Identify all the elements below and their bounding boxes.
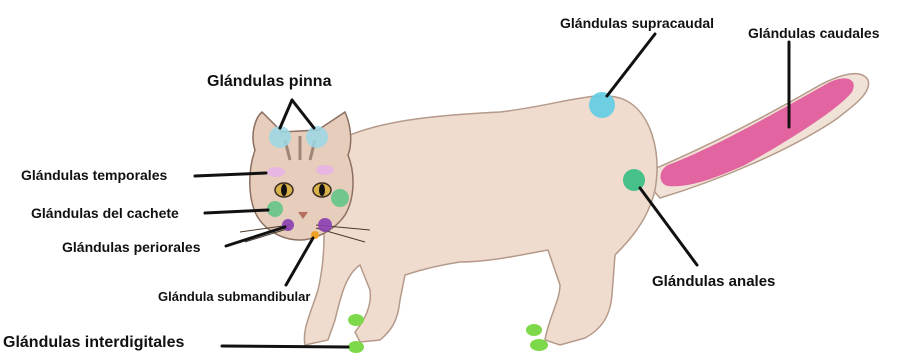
cheek-gland-right [331, 189, 349, 207]
interdigital-gland-2 [348, 341, 364, 353]
label-caudales: Glándulas caudales [748, 26, 880, 40]
supracaudal-leader [607, 34, 655, 96]
label-pinna: Glándulas pinna [207, 74, 331, 90]
caudal-glands [661, 78, 854, 186]
label-interdigitales: Glándulas interdigitales [3, 335, 184, 351]
interdigital-gland-1 [348, 314, 364, 326]
submandibular-leader [286, 238, 313, 285]
label-submandibular: Glándula submandibular [158, 290, 310, 303]
anal-gland [623, 169, 645, 191]
temporal-gland-right [316, 165, 334, 175]
cheek-gland-left [267, 201, 283, 217]
interdigital-gland-4 [530, 339, 548, 351]
interdigital-gland-3 [526, 324, 542, 336]
label-temporales: Glándulas temporales [21, 168, 167, 182]
perioral-gland-left [282, 219, 294, 231]
cat-head [250, 112, 353, 240]
supracaudal-gland [589, 92, 615, 118]
label-anales: Glándulas anales [652, 274, 775, 289]
pinna-leader-right [292, 100, 314, 128]
pinna-gland-right [306, 126, 328, 148]
cat-pupil-left [281, 184, 287, 196]
perioral-gland-right [318, 218, 332, 232]
temporal-gland-left [267, 167, 285, 177]
label-supracaudal: Glándulas supracaudal [560, 16, 714, 30]
label-cachete: Glándulas del cachete [31, 206, 179, 220]
label-periorales: Glándulas periorales [62, 240, 201, 254]
cat-body [304, 96, 657, 345]
interdigitales-leader [222, 346, 348, 347]
cat-pupil-right [319, 184, 325, 196]
anales-leader [640, 188, 697, 265]
pinna-leader-left [280, 100, 292, 128]
